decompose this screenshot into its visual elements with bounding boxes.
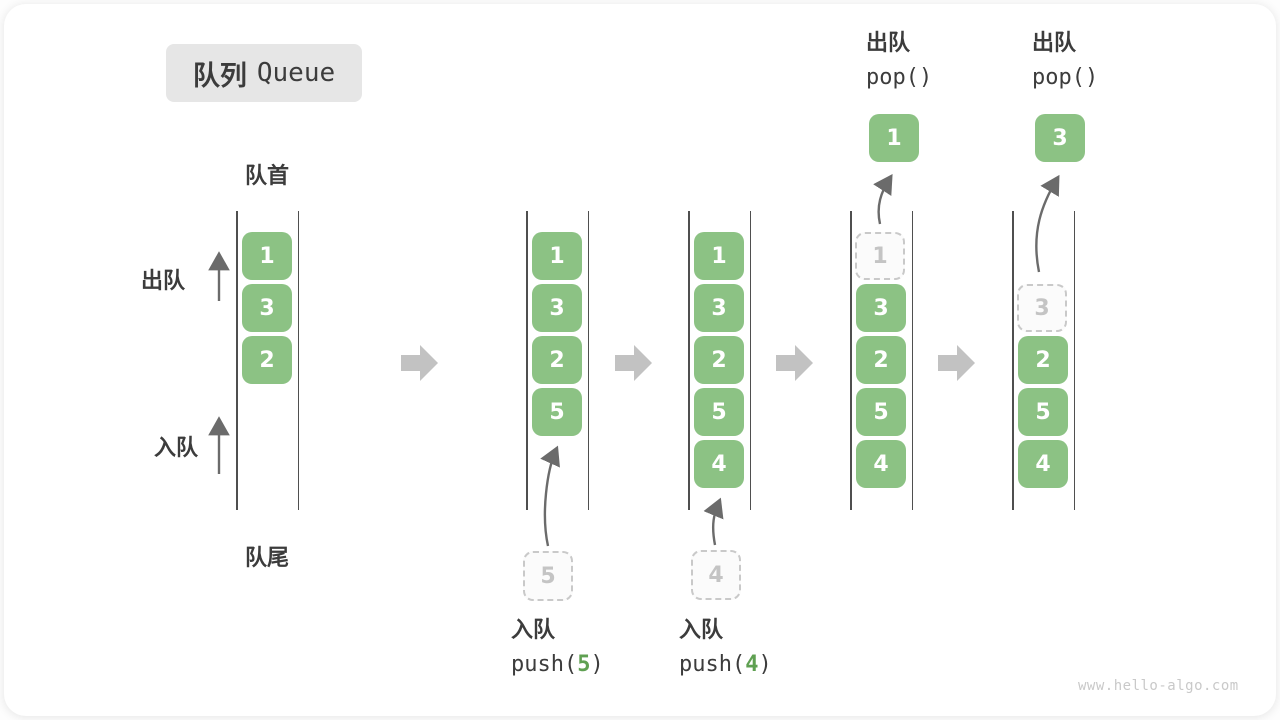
- queue-rear-label: 队尾: [245, 546, 290, 571]
- queue-element: 4: [694, 440, 744, 488]
- queue-element: 4: [856, 440, 906, 488]
- queue-front-label: 队首: [245, 164, 290, 189]
- queue-state-3: 1 3 2 5 4: [688, 211, 751, 510]
- watermark: www.hello-algo.com: [1078, 678, 1239, 694]
- push-operation-label-2: 入队 push(4): [679, 620, 772, 676]
- queue-element: 1: [242, 232, 292, 280]
- queue-right-rail: [587, 211, 589, 510]
- queue-element: 2: [856, 336, 906, 384]
- queue-left-rail: [850, 211, 852, 510]
- queue-state-2: 1 3 2 5: [526, 211, 589, 510]
- enqueue-side-label: 入队: [154, 436, 199, 461]
- queue-state-1: 1 3 2: [236, 211, 299, 510]
- queue-element: 3: [694, 284, 744, 332]
- pop-label-code: pop(): [866, 65, 933, 90]
- queue-element: 5: [1018, 388, 1068, 436]
- incoming-element: 4: [691, 550, 741, 600]
- incoming-element: 5: [523, 551, 573, 601]
- queue-left-rail: [526, 211, 528, 510]
- pop-label-zh: 出队: [866, 31, 911, 56]
- queue-element: 1: [694, 232, 744, 280]
- figure-card: [4, 4, 1276, 716]
- queue-removed-slot: 1: [855, 232, 905, 280]
- push-arg: 4: [745, 652, 759, 677]
- dequeue-side-label: 出队: [141, 269, 186, 294]
- queue-left-rail: [1012, 211, 1014, 510]
- queue-state-5: 3 2 5 4: [1012, 211, 1075, 510]
- queue-right-rail: [297, 211, 299, 510]
- popped-element: 3: [1035, 114, 1085, 162]
- push-operation-label-1: 入队 push(5): [511, 620, 604, 676]
- queue-element: 2: [1018, 336, 1068, 384]
- queue-element: 3: [242, 284, 292, 332]
- queue-element: 4: [1018, 440, 1068, 488]
- pop-operation-label-2: 出队 pop(): [1032, 33, 1098, 89]
- pop-operation-label-1: 出队 pop(): [866, 33, 932, 89]
- title-badge: 队列 Queue: [166, 44, 362, 102]
- queue-element: 3: [856, 284, 906, 332]
- queue-right-rail: [911, 211, 913, 510]
- push-label-zh: 入队: [679, 618, 724, 643]
- push-arg: 5: [577, 652, 591, 677]
- title-en: Queue: [256, 58, 336, 88]
- queue-element: 2: [242, 336, 292, 384]
- queue-left-rail: [688, 211, 690, 510]
- queue-right-rail: [749, 211, 751, 510]
- queue-element: 1: [532, 232, 582, 280]
- queue-left-rail: [236, 211, 238, 510]
- pop-label-zh: 出队: [1032, 31, 1077, 56]
- push-label-zh: 入队: [511, 618, 556, 643]
- queue-element: 2: [694, 336, 744, 384]
- queue-element: 5: [856, 388, 906, 436]
- queue-element: 5: [532, 388, 582, 436]
- queue-element: 3: [532, 284, 582, 332]
- queue-removed-slot: 3: [1017, 284, 1067, 332]
- queue-element: 2: [532, 336, 582, 384]
- push-label-code: push(5): [511, 652, 604, 677]
- popped-element: 1: [869, 114, 919, 162]
- push-label-code: push(4): [679, 652, 772, 677]
- title-zh: 队列: [192, 60, 247, 92]
- queue-right-rail: [1073, 211, 1075, 510]
- queue-state-4: 1 3 2 5 4: [850, 211, 913, 510]
- pop-label-code: pop(): [1032, 65, 1099, 90]
- queue-element: 5: [694, 388, 744, 436]
